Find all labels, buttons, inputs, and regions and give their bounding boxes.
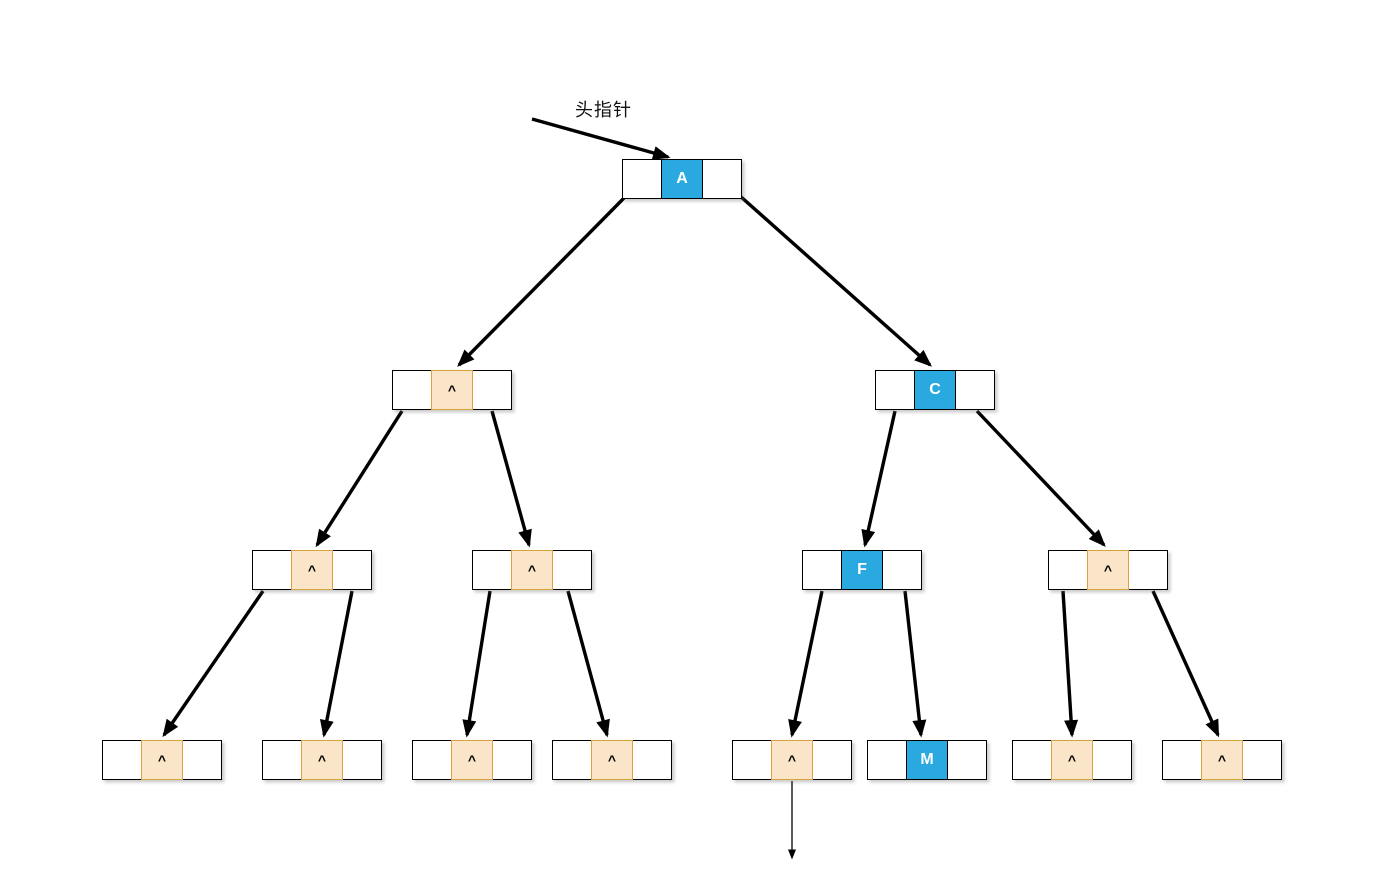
tree-node-l4-null-7: ^ bbox=[1162, 740, 1282, 780]
right-pointer-cell bbox=[470, 370, 512, 410]
null-pointer-cell: ^ bbox=[301, 740, 343, 780]
data-cell: A bbox=[661, 159, 703, 199]
null-pointer-cell: ^ bbox=[1051, 740, 1093, 780]
tree-node-l4-null-4: ^ bbox=[552, 740, 672, 780]
data-cell: M bbox=[906, 740, 948, 780]
null-pointer-cell: ^ bbox=[431, 370, 473, 410]
right-pointer-cell bbox=[880, 550, 922, 590]
edge-root-to-l2-left bbox=[457, 194, 628, 367]
edge-l3-3-to-l4-6 bbox=[1061, 590, 1079, 738]
right-pointer-cell bbox=[945, 740, 987, 780]
left-pointer-cell bbox=[802, 550, 844, 590]
tree-node-l4-null-2: ^ bbox=[262, 740, 382, 780]
left-pointer-cell bbox=[867, 740, 909, 780]
right-pointer-cell bbox=[490, 740, 532, 780]
edge-root-to-l2-right bbox=[738, 194, 932, 367]
null-pointer-cell: ^ bbox=[1087, 550, 1129, 590]
tree-node-l2-left-null: ^ bbox=[392, 370, 512, 410]
left-pointer-cell bbox=[1162, 740, 1204, 780]
null-pointer-cell: ^ bbox=[511, 550, 553, 590]
tree-node-l3-null-2: ^ bbox=[472, 550, 592, 590]
right-pointer-cell bbox=[810, 740, 852, 780]
edge-l3-1-to-l4-2 bbox=[319, 590, 354, 738]
left-pointer-cell bbox=[622, 159, 664, 199]
tree-node-l4-null-3: ^ bbox=[412, 740, 532, 780]
data-cell: C bbox=[914, 370, 956, 410]
left-pointer-cell bbox=[262, 740, 304, 780]
edge-F-to-M bbox=[903, 590, 927, 738]
null-pointer-cell: ^ bbox=[451, 740, 493, 780]
left-pointer-cell bbox=[412, 740, 454, 780]
edge-l3-2-to-l4-4 bbox=[566, 590, 610, 738]
null-pointer-cell: ^ bbox=[771, 740, 813, 780]
tree-node-l4-null-6: ^ bbox=[1012, 740, 1132, 780]
tree-node-l2-right-C: C bbox=[875, 370, 995, 410]
null-pointer-cell: ^ bbox=[141, 740, 183, 780]
edge-l3-2-to-l4-3 bbox=[462, 590, 492, 738]
edge-l3-1-to-l4-1 bbox=[162, 590, 265, 738]
tree-node-root-A: A bbox=[622, 159, 742, 199]
data-cell: F bbox=[841, 550, 883, 590]
head-pointer-label: 头指针 bbox=[575, 100, 632, 120]
right-pointer-cell bbox=[1240, 740, 1282, 780]
right-pointer-cell bbox=[630, 740, 672, 780]
edge-C-to-F bbox=[861, 410, 897, 548]
left-pointer-cell bbox=[552, 740, 594, 780]
null-pointer-cell: ^ bbox=[1201, 740, 1243, 780]
left-pointer-cell bbox=[252, 550, 294, 590]
edge-F-to-l4-5 bbox=[788, 590, 824, 738]
edge-l2l-to-l3-2 bbox=[490, 410, 532, 548]
left-pointer-cell bbox=[732, 740, 774, 780]
left-pointer-cell bbox=[392, 370, 434, 410]
right-pointer-cell bbox=[330, 550, 372, 590]
tree-node-l3-null-1: ^ bbox=[252, 550, 372, 590]
right-pointer-cell bbox=[1090, 740, 1132, 780]
edge-C-to-l3-3 bbox=[975, 409, 1106, 547]
edge-l2l-to-l3-1 bbox=[315, 410, 404, 548]
tree-node-l4-M: M bbox=[867, 740, 987, 780]
right-pointer-cell bbox=[180, 740, 222, 780]
tree-node-l4-null-1: ^ bbox=[102, 740, 222, 780]
right-pointer-cell bbox=[340, 740, 382, 780]
right-pointer-cell bbox=[700, 159, 742, 199]
tree-node-l3-F: F bbox=[802, 550, 922, 590]
right-pointer-cell bbox=[953, 370, 995, 410]
left-pointer-cell bbox=[1012, 740, 1054, 780]
left-pointer-cell bbox=[875, 370, 917, 410]
left-pointer-cell bbox=[472, 550, 514, 590]
right-pointer-cell bbox=[550, 550, 592, 590]
null-pointer-cell: ^ bbox=[591, 740, 633, 780]
null-pointer-cell: ^ bbox=[291, 550, 333, 590]
left-pointer-cell bbox=[1048, 550, 1090, 590]
left-pointer-cell bbox=[102, 740, 144, 780]
edge-l3-3-to-l4-7 bbox=[1151, 590, 1220, 738]
right-pointer-cell bbox=[1126, 550, 1168, 590]
edge-head-to-root bbox=[531, 117, 671, 160]
tree-node-l3-null-3: ^ bbox=[1048, 550, 1168, 590]
tree-node-l4-null-5: ^ bbox=[732, 740, 852, 780]
